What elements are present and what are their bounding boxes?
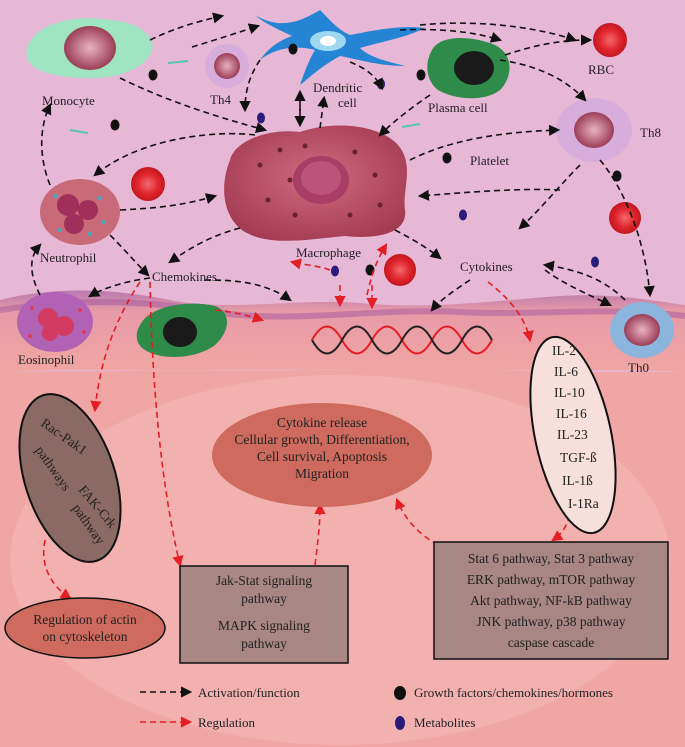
- outcome-line-3: Cell survival, Apoptosis: [257, 449, 387, 464]
- label-dendritic-1: Dendritic: [313, 80, 362, 95]
- label-eosinophil: Eosinophil: [18, 352, 75, 367]
- outcome-line-4: Migration: [295, 466, 349, 481]
- label-platelet: Platelet: [470, 153, 509, 168]
- th4-cell: [205, 44, 249, 88]
- label-neutrophil: Neutrophil: [40, 250, 97, 265]
- eosinophil-cell: [17, 292, 93, 352]
- outcome-node: Cytokine release Cellular growth, Differ…: [212, 403, 432, 507]
- macrophage-cell: [224, 125, 407, 241]
- label-monocyte: Monocyte: [42, 93, 95, 108]
- stat-pathway-box: Stat 6 pathway, Stat 3 pathway ERK pathw…: [433, 541, 669, 660]
- rbc-top: [593, 23, 627, 57]
- th0-cell: [610, 302, 674, 358]
- label-th8: Th8: [640, 125, 661, 140]
- rbc-left: [131, 167, 165, 201]
- dendritic-cell: [255, 10, 425, 85]
- cytokine-item-2: IL-6: [554, 364, 578, 379]
- stat-line-4: JNK pathway, p38 pathway: [476, 614, 625, 629]
- platelets: [69, 60, 421, 134]
- th8-cell: [556, 98, 632, 162]
- legend-growth-dot: [394, 686, 406, 700]
- actin-node: Regulation of actin on cytoskeleton: [4, 597, 166, 659]
- rbc-center: [384, 254, 416, 286]
- actin-line-2: on cytoskeleton: [42, 629, 127, 644]
- jak-line-3: MAPK signaling: [218, 618, 310, 633]
- legend-metabolite-label: Metabolites: [414, 715, 475, 730]
- stat-line-3: Akt pathway, NF-kB pathway: [470, 593, 632, 608]
- legend-growth-label: Growth factors/chemokines/hormones: [414, 685, 613, 700]
- label-th4: Th4: [210, 92, 231, 107]
- activation-arrows: [29, 12, 655, 312]
- cytokine-item-7: IL-1ß: [562, 473, 593, 488]
- cytokine-item-3: IL-10: [554, 385, 585, 400]
- stat-line-5: caspase cascade: [508, 635, 595, 650]
- label-macrophage: Macrophage: [296, 245, 361, 260]
- label-th0: Th0: [628, 360, 649, 375]
- jak-line-2: pathway: [241, 591, 287, 606]
- dna-helix: [311, 325, 493, 355]
- label-chemokines: Chemokines: [152, 269, 217, 284]
- cytokine-item-5: IL-23: [557, 427, 588, 442]
- label-rbc: RBC: [588, 62, 614, 77]
- outcome-line-1: Cytokine release: [277, 415, 367, 430]
- jak-stat-box: Jak-Stat signaling pathway MAPK signalin…: [179, 565, 349, 664]
- rac-pak1-node: Rac-Pak1 pathways FAK-Crk pathway: [18, 393, 122, 563]
- legend: Activation/function Regulation Growth fa…: [140, 685, 613, 730]
- migrating-cell: [136, 303, 228, 357]
- plasma-cell: [427, 38, 510, 99]
- membrane-stripe: [0, 299, 685, 320]
- neutrophil-cell: [40, 179, 120, 245]
- cytokine-list-node: IL-2 IL-6 IL-10 IL-16 IL-23 TGF-ß IL-1ß …: [529, 335, 617, 535]
- cytokine-item-6: TGF-ß: [560, 450, 597, 465]
- label-cytokines: Cytokines: [460, 259, 513, 274]
- jak-line-4: pathway: [241, 636, 287, 651]
- legend-regulation-label: Regulation: [198, 715, 256, 730]
- rbc-right: [609, 202, 641, 234]
- legend-metabolite-dot: [395, 716, 405, 730]
- legend-activation-label: Activation/function: [198, 685, 300, 700]
- cytokine-item-8: I-1Ra: [568, 496, 599, 511]
- growth-factor-dots: [110, 43, 622, 276]
- cytokine-item-1: IL-2: [552, 343, 576, 358]
- monocyte-cell: [26, 18, 153, 79]
- label-plasma: Plasma cell: [428, 100, 488, 115]
- label-dendritic-2: cell: [338, 95, 357, 110]
- stat-line-1: Stat 6 pathway, Stat 3 pathway: [468, 551, 635, 566]
- outcome-line-2: Cellular growth, Differentiation,: [234, 432, 409, 447]
- stat-line-2: ERK pathway, mTOR pathway: [467, 572, 636, 587]
- cytokine-item-4: IL-16: [556, 406, 587, 421]
- jak-line-1: Jak-Stat signaling: [216, 573, 313, 588]
- actin-line-1: Regulation of actin: [33, 612, 137, 627]
